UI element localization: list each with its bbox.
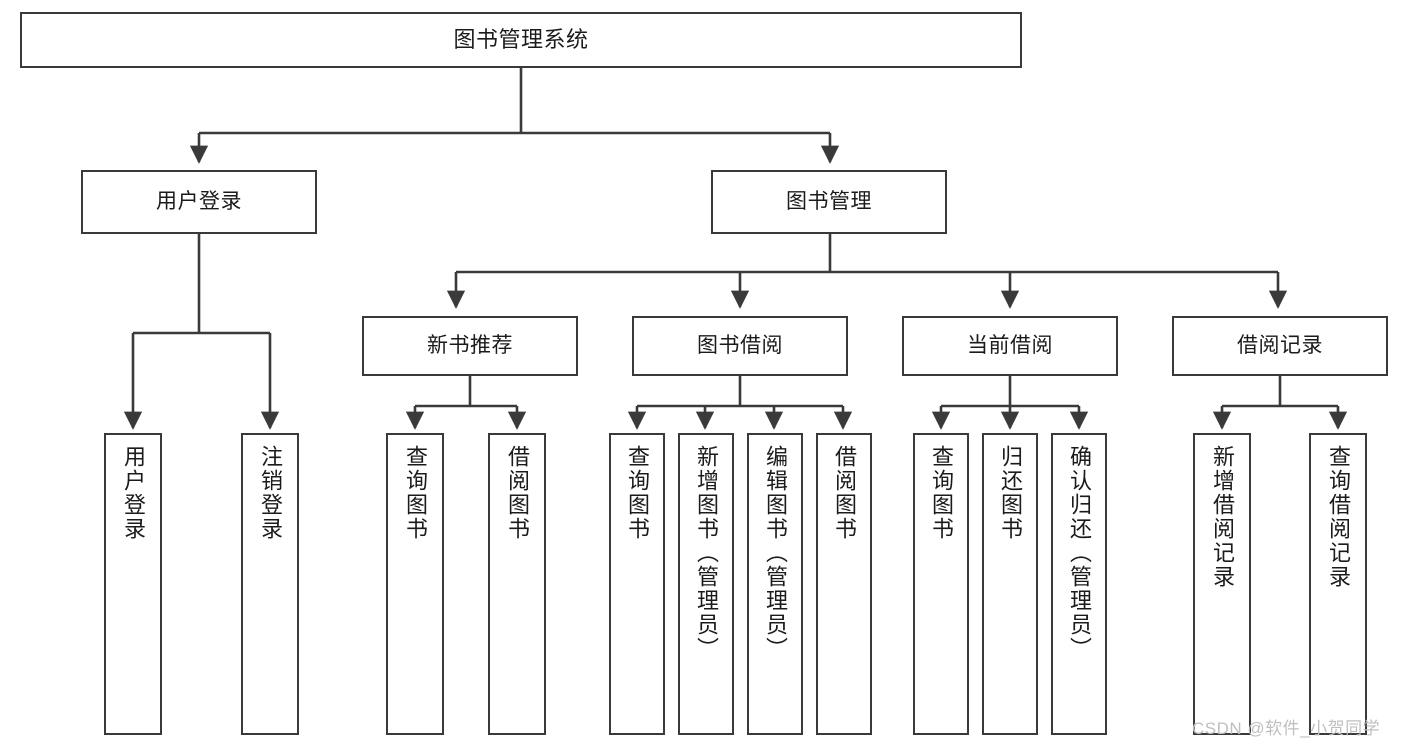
leaf-borrow-book-2[interactable]: 借阅图书 — [816, 433, 872, 735]
leaf-add-book-label: 新增图书（管理员） — [694, 445, 719, 661]
node-book-management-label: 图书管理 — [786, 189, 872, 213]
node-new-book-recommend[interactable]: 新书推荐 — [362, 316, 578, 376]
leaf-query-book-3[interactable]: 查询图书 — [913, 433, 969, 735]
leaf-query-book-2-label: 查询图书 — [625, 445, 650, 541]
leaf-user-login-label: 用户登录 — [121, 445, 146, 541]
node-user-login-label: 用户登录 — [156, 189, 242, 213]
node-user-login[interactable]: 用户登录 — [81, 170, 317, 234]
node-borrow-record[interactable]: 借阅记录 — [1172, 316, 1388, 376]
leaf-query-book-3-label: 查询图书 — [929, 445, 954, 541]
leaf-confirm-return[interactable]: 确认归还（管理员） — [1051, 433, 1107, 735]
leaf-add-borrow-record-label: 新增借阅记录 — [1210, 445, 1235, 589]
leaf-add-book[interactable]: 新增图书（管理员） — [678, 433, 734, 735]
leaf-add-borrow-record[interactable]: 新增借阅记录 — [1193, 433, 1251, 735]
leaf-query-book-1-label: 查询图书 — [403, 445, 428, 541]
leaf-query-borrow-record[interactable]: 查询借阅记录 — [1309, 433, 1367, 735]
leaf-return-book[interactable]: 归还图书 — [982, 433, 1038, 735]
leaf-query-book-1[interactable]: 查询图书 — [386, 433, 444, 735]
node-new-book-recommend-label: 新书推荐 — [427, 333, 513, 357]
leaf-borrow-book-1[interactable]: 借阅图书 — [488, 433, 546, 735]
leaf-user-login[interactable]: 用户登录 — [104, 433, 162, 735]
node-root[interactable]: 图书管理系统 — [20, 12, 1022, 68]
node-current-borrow-label: 当前借阅 — [967, 333, 1053, 357]
node-current-borrow[interactable]: 当前借阅 — [902, 316, 1118, 376]
leaf-confirm-return-label: 确认归还（管理员） — [1067, 445, 1092, 661]
node-book-borrow[interactable]: 图书借阅 — [632, 316, 848, 376]
leaf-query-borrow-record-label: 查询借阅记录 — [1326, 445, 1351, 589]
node-root-label: 图书管理系统 — [453, 27, 589, 53]
leaf-edit-book[interactable]: 编辑图书（管理员） — [747, 433, 803, 735]
leaf-user-logout-label: 注销登录 — [258, 445, 283, 541]
leaf-return-book-label: 归还图书 — [998, 445, 1023, 541]
leaf-user-logout[interactable]: 注销登录 — [241, 433, 299, 735]
leaf-edit-book-label: 编辑图书（管理员） — [763, 445, 788, 661]
leaf-borrow-book-1-label: 借阅图书 — [505, 445, 530, 541]
leaf-borrow-book-2-label: 借阅图书 — [832, 445, 857, 541]
watermark-text: CSDN @软件_小贺同学 — [1192, 719, 1381, 738]
node-book-management[interactable]: 图书管理 — [711, 170, 947, 234]
node-borrow-record-label: 借阅记录 — [1237, 333, 1323, 357]
leaf-query-book-2[interactable]: 查询图书 — [609, 433, 665, 735]
node-book-borrow-label: 图书借阅 — [697, 333, 783, 357]
